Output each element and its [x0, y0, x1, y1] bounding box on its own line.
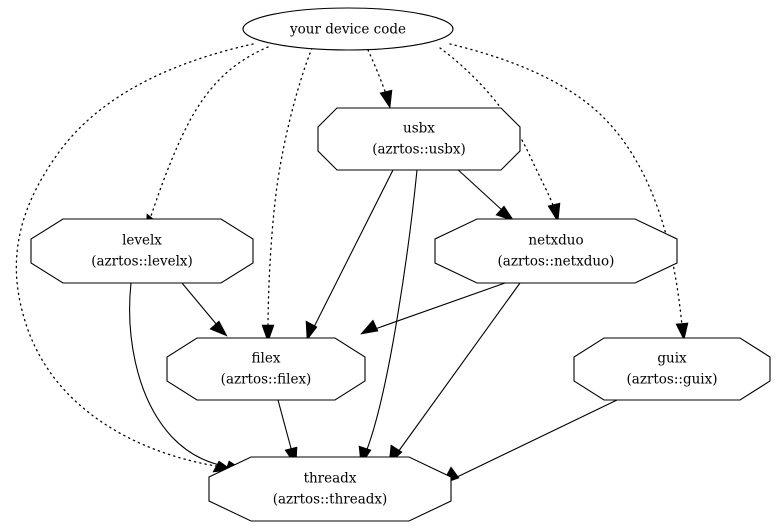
node-netxduo-label-line2: (azrtos::netxduo) — [498, 254, 615, 270]
node-layer: your device code usbx (azrtos::usbx) lev… — [30, 7, 771, 522]
node-guix-label-line2: (azrtos::guix) — [627, 372, 718, 388]
node-threadx-label-line2: (azrtos::threadx) — [273, 492, 388, 508]
node-usbx-shape — [317, 107, 521, 171]
node-usbx-label-line1: usbx — [403, 121, 435, 137]
node-netxduo[interactable]: netxduo (azrtos::netxduo) — [434, 218, 678, 284]
node-usbx[interactable]: usbx (azrtos::usbx) — [317, 107, 521, 171]
node-your-device-code-label-line1: your device code — [289, 22, 406, 38]
edge-device-to-guix — [449, 43, 689, 341]
edge-device-to-usbx — [367, 49, 393, 109]
node-guix-label-line1: guix — [657, 351, 687, 367]
node-guix-shape — [573, 337, 771, 401]
node-filex-label-line2: (azrtos::filex) — [221, 372, 312, 388]
edge-device-to-netxduo — [439, 47, 561, 223]
node-levelx-label-line2: (azrtos::levelx) — [91, 254, 193, 270]
node-usbx-label-line2: (azrtos::usbx) — [372, 142, 466, 158]
node-levelx-label-line1: levelx — [122, 233, 162, 249]
node-filex-shape — [166, 337, 366, 401]
node-threadx[interactable]: threadx (azrtos::threadx) — [208, 456, 452, 522]
edge-usbx-to-filex — [305, 169, 394, 341]
node-levelx[interactable]: levelx (azrtos::levelx) — [30, 218, 254, 284]
edge-netxduo-to-threadx — [388, 282, 521, 465]
edge-device-to-filex — [261, 47, 313, 343]
node-your-device-code[interactable]: your device code — [242, 7, 454, 51]
edge-levelx-to-filex — [181, 282, 228, 337]
edge-device-to-levelx — [145, 46, 269, 233]
node-filex-label-line1: filex — [252, 351, 281, 367]
node-guix[interactable]: guix (azrtos::guix) — [573, 337, 771, 401]
edge-filex-to-threadx — [277, 399, 298, 467]
node-threadx-label-line1: threadx — [304, 471, 357, 487]
node-your-device-code-shape — [242, 7, 454, 51]
edge-netxduo-to-filex — [360, 282, 506, 335]
node-threadx-shape — [208, 456, 452, 522]
node-levelx-shape — [30, 218, 254, 284]
node-netxduo-shape — [434, 218, 678, 284]
node-filex[interactable]: filex (azrtos::filex) — [166, 337, 366, 401]
edge-usbx-to-netxduo — [454, 166, 515, 222]
edge-guix-to-threadx — [441, 399, 618, 485]
node-netxduo-label-line1: netxduo — [528, 233, 583, 249]
